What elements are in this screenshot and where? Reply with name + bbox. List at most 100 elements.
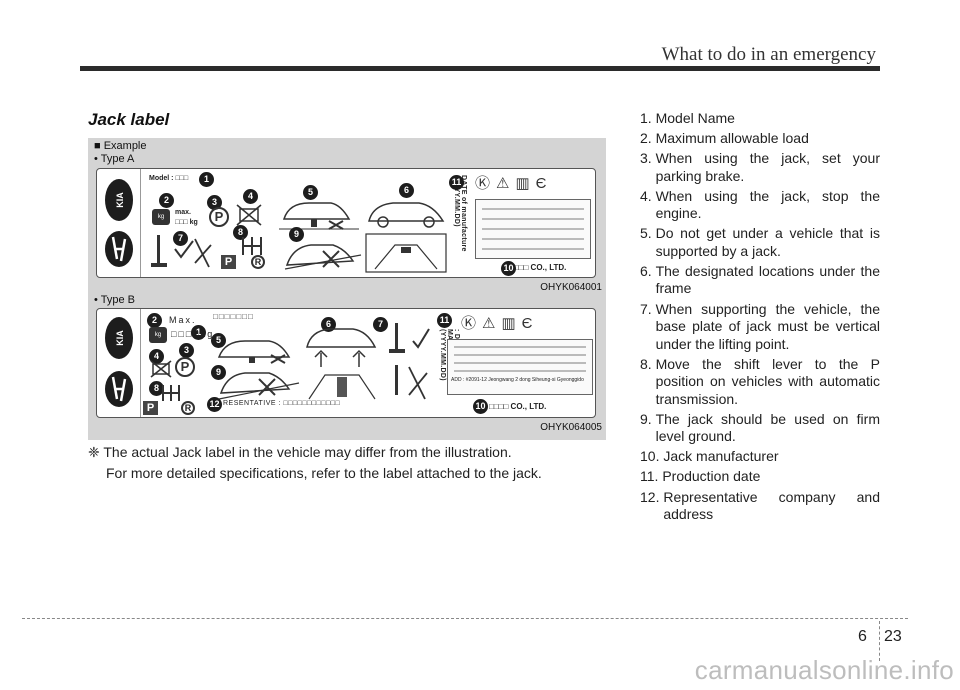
shift-lever-icon <box>162 385 180 401</box>
list-item: 10. Jack manufacturer <box>640 448 779 465</box>
svg-text:KIA: KIA <box>115 192 125 208</box>
badge-2: 2 <box>147 313 162 328</box>
badge-8: 8 <box>149 381 164 396</box>
badge-12: 12 <box>207 397 222 412</box>
engine-stop-icon <box>150 360 172 378</box>
ce-mark-icon: Є <box>521 315 533 332</box>
section-title: Jack label <box>88 110 170 129</box>
manual-book-icon: ▥ <box>515 175 530 192</box>
frame-detail-icon <box>365 233 447 273</box>
note-line-2: For more detailed specifications, refer … <box>106 465 542 481</box>
parking-brake-icon: P <box>175 357 195 377</box>
model-squares-text: □□□□□□□ <box>213 312 254 321</box>
illustration-note: ❈ The actual Jack label in the vehicle m… <box>88 442 608 484</box>
max-kg-text: □□□□kg <box>171 329 215 339</box>
hyundai-logo-icon <box>105 371 133 407</box>
type-a-caption: • Type A <box>94 153 135 165</box>
model-text: Model : □□□ <box>149 175 189 182</box>
chapter-number: 6 <box>858 628 867 645</box>
badge-7: 7 <box>373 317 388 332</box>
list-item: 5. Do not get under a vehicle that is su… <box>640 225 880 259</box>
badge-11: 11 <box>437 313 452 328</box>
max-text: max. <box>175 209 191 216</box>
jack-vertical-icon <box>151 235 212 268</box>
note-line-1: ❈ The actual Jack label in the vehicle m… <box>88 444 512 460</box>
parking-brake-icon: P <box>209 207 229 227</box>
list-item: 11. Production date <box>640 468 761 485</box>
page-header-title: What to do in an emergency <box>661 44 876 65</box>
address-text: ADD : #2091-12 Jeongwang 2 dong Siheung-… <box>451 377 584 383</box>
list-item: 12. Representative company and address <box>640 488 880 523</box>
badge-9: 9 <box>289 227 304 242</box>
max-text: Max. <box>169 315 197 325</box>
list-item: 2. Maximum allowable load <box>640 130 809 147</box>
park-position-icon: P <box>221 255 236 269</box>
jack-vertical-icon <box>389 323 430 400</box>
firm-ground-icon <box>284 244 362 270</box>
list-item: 9. The jack should be used on firm level… <box>640 410 880 445</box>
badge-5: 5 <box>303 185 318 200</box>
watermark: carmanualsonline.info <box>694 655 954 685</box>
badge-1: 1 <box>199 172 214 187</box>
certification-table <box>475 199 591 259</box>
kia-logo-icon: KIA <box>105 179 133 221</box>
label-item-list: 1. Model Name 2. Maximum allowable load … <box>640 110 880 526</box>
co-ltd-text: □□□□ CO., LTD. <box>509 263 567 272</box>
firm-ground-icon <box>218 372 300 400</box>
badge-3: 3 <box>179 343 194 358</box>
list-item: 3. When using the jack, set your parking… <box>640 150 880 184</box>
badge-6: 6 <box>399 183 414 198</box>
representative-text: RESENTATIVE : □□□□□□□□□□□□ <box>223 400 341 407</box>
footer-rule <box>22 618 908 619</box>
header-rule <box>80 66 880 71</box>
page-divider <box>879 621 880 661</box>
jack-label-figure: ■ Example • Type A KIA Model : □□□ 1 2 k… <box>88 138 606 440</box>
ce-mark-icon: Є <box>535 175 547 192</box>
hyundai-logo-icon <box>105 231 133 267</box>
date-of-manufacture-text: DATE of manufacture (YYYY.MM.DD) <box>453 175 467 252</box>
badge-9: 9 <box>211 365 226 380</box>
kc-mark-icon: Ⓚ <box>461 315 477 332</box>
type-a-figure-code: OHYK064001 <box>540 282 602 293</box>
badge-11: 11 <box>449 175 464 190</box>
warning-symbols: Ⓚ ⚠ ▥ Є <box>461 315 532 333</box>
lifting-points-icon <box>368 202 445 228</box>
badge-3: 3 <box>207 195 222 210</box>
manual-book-icon: ▥ <box>501 315 516 332</box>
list-item: 6. The designated locations under the fr… <box>640 262 880 297</box>
warning-triangle-icon: ⚠ <box>496 175 510 192</box>
park-position-icon: P <box>143 401 158 415</box>
badge-4: 4 <box>149 349 164 364</box>
type-b-figure-code: OHYK064005 <box>540 422 602 433</box>
certification-table: ADD : #2091-12 Jeongwang 2 dong Siheung-… <box>447 339 593 395</box>
page-number: 23 <box>884 628 902 645</box>
reverse-position-icon: R <box>181 401 195 415</box>
badge-1: 1 <box>191 325 206 340</box>
lifting-points-icon <box>306 328 377 367</box>
no-get-under-icon <box>279 202 359 230</box>
type-b-caption: • Type B <box>94 294 135 306</box>
shift-lever-icon <box>242 237 262 255</box>
warning-triangle-icon: ⚠ <box>482 315 496 332</box>
badge-4: 4 <box>243 189 258 204</box>
list-item: 4. When using the jack, stop the engine. <box>640 187 880 222</box>
engine-stop-icon <box>236 204 262 226</box>
example-caption: ■ Example <box>94 140 147 152</box>
kc-mark-icon: Ⓚ <box>475 175 491 192</box>
frame-detail-icon <box>308 374 376 400</box>
list-item: 7. When supporting the vehicle, the base… <box>640 300 880 352</box>
co-ltd-text: □□□□ CO., LTD. <box>489 402 547 411</box>
list-item: 8. Move the shift lever to the P positio… <box>640 355 880 407</box>
reverse-position-icon: R <box>251 255 265 269</box>
kg-weight-icon: kg <box>152 209 170 225</box>
kg-weight-icon: kg <box>149 327 167 343</box>
svg-text:KIA: KIA <box>115 330 125 346</box>
no-get-under-icon <box>217 340 291 364</box>
badge-7: 7 <box>173 231 188 246</box>
logo-column: KIA <box>97 169 141 277</box>
badge-2: 2 <box>159 193 174 208</box>
badge-5: 5 <box>211 333 226 348</box>
badge-10: 10 <box>501 261 516 276</box>
jack-label-type-a: KIA Model : □□□ 1 2 kg max. □□□ kg 3 P 4… <box>96 168 596 278</box>
badge-8: 8 <box>233 225 248 240</box>
